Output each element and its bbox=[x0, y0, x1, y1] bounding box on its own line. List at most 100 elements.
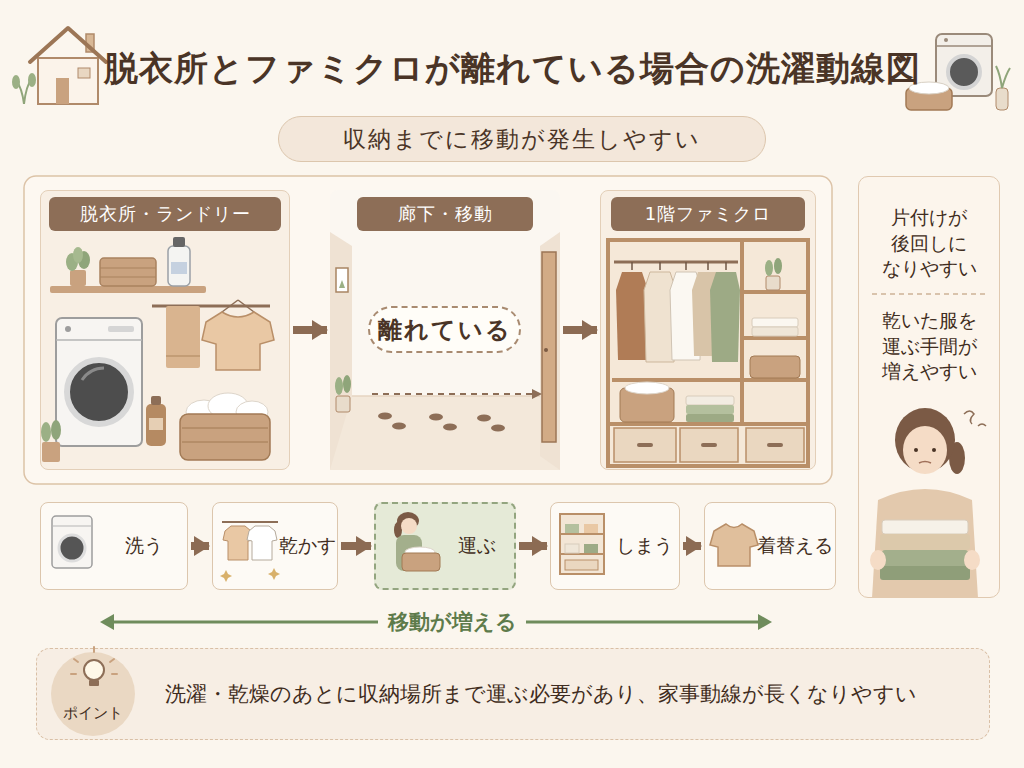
distance-badge: 離れている bbox=[368, 306, 521, 353]
carrying-step-icon bbox=[402, 553, 440, 571]
detergent-bottle bbox=[171, 262, 187, 274]
floor-plant bbox=[41, 422, 51, 442]
storing-step-icon bbox=[560, 514, 604, 574]
towel bbox=[166, 306, 200, 368]
laundry-basket bbox=[180, 393, 270, 460]
drawers bbox=[767, 443, 783, 447]
light-bulb-icon bbox=[71, 647, 117, 686]
panel-heading: 脱衣所・ランドリー bbox=[49, 197, 281, 231]
step-label: しまう bbox=[616, 533, 673, 559]
corridor-right-wall bbox=[540, 232, 560, 470]
step-label: 運ぶ bbox=[458, 533, 496, 559]
detergent-bottle bbox=[149, 418, 163, 430]
shelf-plant bbox=[765, 258, 782, 290]
dashed-arrow bbox=[372, 393, 532, 395]
worried-woman bbox=[964, 550, 980, 570]
footprints bbox=[491, 425, 505, 432]
folded-clothes bbox=[686, 405, 734, 414]
corridor-floor bbox=[330, 396, 560, 470]
washer-icon bbox=[936, 34, 992, 96]
corridor-plant bbox=[335, 375, 351, 412]
movement-double-arrow bbox=[100, 614, 114, 630]
floor-plant bbox=[41, 420, 61, 462]
process-step: 乾かす bbox=[212, 502, 338, 590]
worried-woman bbox=[880, 534, 970, 550]
carrying-step-icon bbox=[401, 518, 417, 534]
corridor-left-wall bbox=[330, 232, 352, 470]
hanging-coats bbox=[710, 272, 740, 362]
dashed-arrow bbox=[532, 389, 542, 399]
worried-woman bbox=[870, 408, 986, 598]
plant-icon bbox=[16, 78, 32, 104]
closet-shelves bbox=[744, 290, 806, 294]
shelf-plant bbox=[774, 258, 782, 274]
carrying-step-icon bbox=[394, 512, 440, 571]
closet-shelves bbox=[612, 378, 740, 382]
house-icon bbox=[86, 34, 94, 52]
washing-machine bbox=[56, 318, 142, 446]
point-badge: ポイント bbox=[51, 652, 135, 736]
dressing-step-icon bbox=[710, 524, 758, 566]
note-box: 片付けが 後回しに なりやすい乾いた服を 運ぶ手間が 増えやすい bbox=[858, 176, 1000, 598]
detergent-bottle bbox=[151, 396, 161, 405]
detergent-bottle bbox=[146, 404, 166, 446]
hanging-coats bbox=[616, 272, 648, 360]
footprints bbox=[477, 415, 491, 422]
shelf-basket bbox=[100, 268, 156, 269]
house-icon bbox=[30, 28, 106, 104]
hanging-rod bbox=[152, 305, 270, 308]
house-icon bbox=[56, 78, 69, 104]
panel-heading: 1階ファミクロ bbox=[611, 197, 805, 231]
closet-basket bbox=[750, 356, 800, 378]
storing-step-icon bbox=[560, 553, 604, 555]
hanging-coats bbox=[616, 262, 740, 362]
storing-step-icon bbox=[584, 524, 598, 533]
footprints bbox=[429, 414, 443, 421]
shelf-basket bbox=[100, 258, 156, 286]
footprints bbox=[443, 424, 457, 431]
washer-step-icon bbox=[52, 516, 92, 568]
wardrobe-frame bbox=[614, 261, 738, 264]
carrying-step-icon bbox=[397, 512, 419, 530]
wall-shelf bbox=[50, 286, 206, 293]
main-panel-frame bbox=[24, 176, 832, 484]
t-shirt bbox=[222, 300, 254, 312]
worried-woman bbox=[870, 550, 886, 570]
movement-label: 移動が増える bbox=[382, 608, 523, 636]
folded-clothes bbox=[752, 318, 798, 327]
wardrobe-frame bbox=[608, 240, 808, 466]
washer-step-icon bbox=[52, 516, 92, 568]
washing-machine bbox=[67, 360, 131, 424]
house-icon bbox=[38, 58, 98, 104]
detergent-bottle bbox=[146, 396, 166, 446]
corridor-right-wall bbox=[544, 348, 548, 352]
laundry-basket bbox=[208, 393, 248, 419]
storing-step-icon bbox=[584, 544, 598, 553]
washer-step-icon bbox=[52, 526, 92, 527]
drying-step-icon bbox=[247, 526, 277, 560]
section-panel: 廊下・移動離れている bbox=[330, 190, 560, 470]
corridor-floor bbox=[352, 395, 540, 397]
storing-step-icon bbox=[565, 544, 579, 553]
flow-arrow bbox=[293, 326, 327, 334]
drawers bbox=[637, 443, 653, 447]
drawers bbox=[680, 428, 738, 462]
subtitle-banner: 収納までに移動が発生しやすい bbox=[278, 116, 766, 162]
floor-plant bbox=[42, 442, 60, 462]
corridor-plant bbox=[336, 396, 350, 412]
footprints bbox=[378, 413, 392, 420]
drying-step-icon bbox=[268, 568, 280, 580]
worried-woman bbox=[932, 448, 936, 452]
drawers bbox=[614, 428, 804, 462]
washing-machine bbox=[56, 318, 142, 446]
closet-shelves bbox=[744, 336, 806, 340]
light-bulb-icon bbox=[71, 647, 117, 674]
light-bulb-icon bbox=[89, 680, 99, 686]
drying-step-icon bbox=[222, 521, 278, 523]
washing-machine bbox=[108, 326, 134, 332]
corridor-floor bbox=[330, 396, 560, 470]
laundry-basket bbox=[186, 400, 222, 424]
